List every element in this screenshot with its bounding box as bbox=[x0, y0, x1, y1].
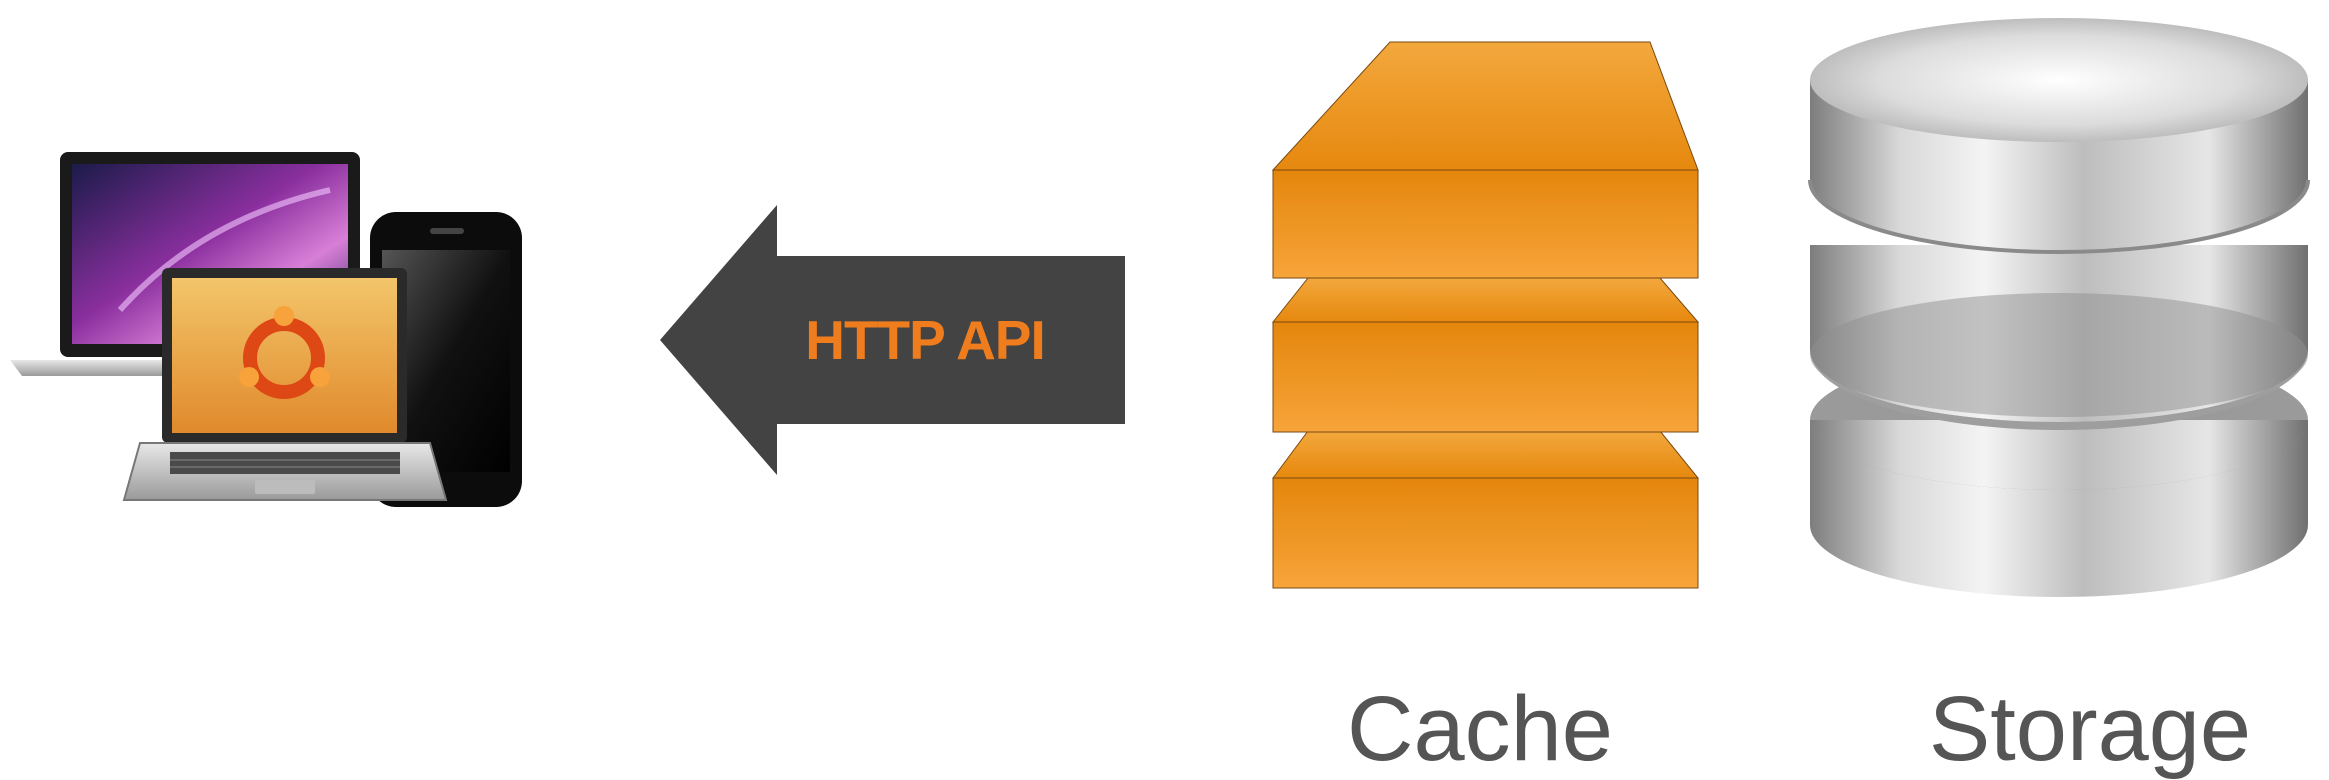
cache-stack-icon bbox=[1271, 41, 1700, 589]
storage-layer-1 bbox=[1808, 18, 2310, 254]
cache-layer-1 bbox=[1271, 41, 1699, 279]
left-arrow-icon bbox=[660, 205, 1125, 475]
database-icon bbox=[1808, 18, 2310, 597]
ubuntu-laptop-icon bbox=[122, 268, 448, 501]
cache-layer-3 bbox=[1272, 430, 1700, 589]
http-api-label: HTTP API bbox=[805, 309, 1046, 371]
storage-layer-2 bbox=[1810, 245, 2308, 430]
cache-layer-2 bbox=[1271, 277, 1700, 433]
cache-caption: Cache bbox=[1347, 678, 1613, 780]
devices-icon bbox=[10, 152, 522, 507]
storage-caption: Storage bbox=[1928, 678, 2252, 780]
